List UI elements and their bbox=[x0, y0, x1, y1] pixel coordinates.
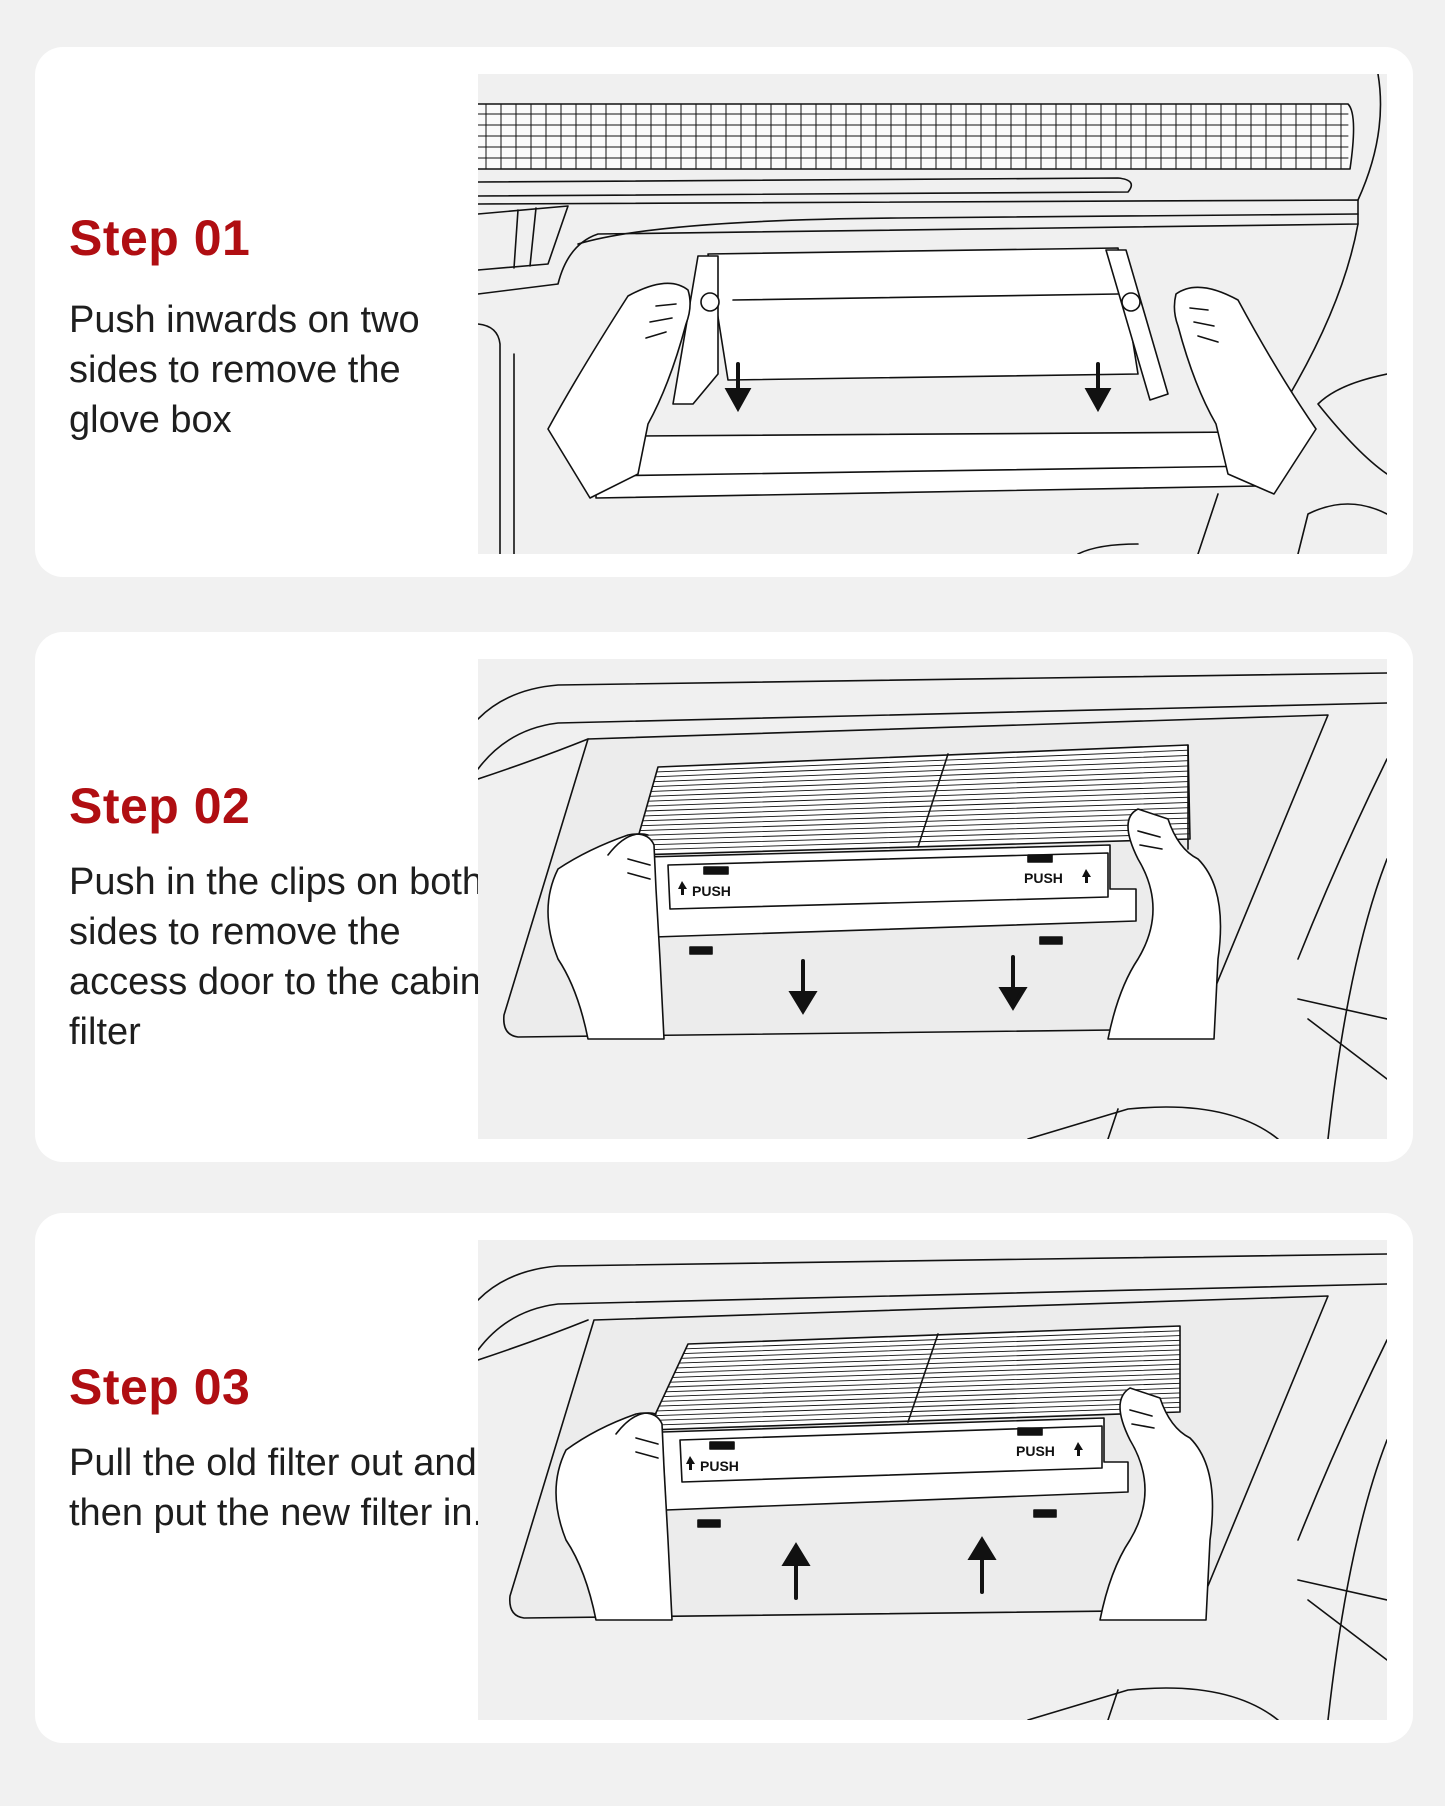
step-illustration-replace-filter: PUSH PUSH bbox=[478, 1240, 1387, 1720]
arrow-down-icon bbox=[1088, 364, 1108, 408]
push-label-right: PUSH bbox=[1024, 869, 1091, 886]
svg-text:PUSH: PUSH bbox=[692, 883, 731, 899]
push-label-left: PUSH bbox=[686, 1456, 739, 1474]
step-card-2: Step 02 Push in the clips on both sides … bbox=[35, 632, 1413, 1162]
step-card-3: Step 03 Pull the old filter out and then… bbox=[35, 1213, 1413, 1743]
arrow-down-icon bbox=[728, 364, 748, 408]
glove-box-removal-drawing bbox=[478, 74, 1387, 554]
step-illustration-glove-box bbox=[478, 74, 1387, 554]
filter-replacement-drawing: PUSH PUSH bbox=[478, 1240, 1387, 1720]
step-description: Push in the clips on both sides to remov… bbox=[69, 861, 484, 1053]
svg-text:PUSH: PUSH bbox=[1016, 1443, 1055, 1459]
svg-text:PUSH: PUSH bbox=[700, 1458, 739, 1474]
push-label-right: PUSH bbox=[1016, 1442, 1083, 1459]
step-card-1: Step 01 Push inwards on two sides to rem… bbox=[35, 47, 1413, 577]
push-label-left: PUSH bbox=[678, 881, 731, 899]
step-description: Pull the old filter out and then put the… bbox=[69, 1442, 484, 1534]
arrow-down-icon bbox=[1002, 957, 1024, 1007]
svg-text:PUSH: PUSH bbox=[1024, 870, 1063, 886]
step-title: Step 03 bbox=[69, 1359, 251, 1415]
arrow-up-icon bbox=[785, 1546, 807, 1598]
step-title: Step 01 bbox=[69, 210, 251, 266]
arrow-down-icon bbox=[792, 961, 814, 1011]
step-description: Push inwards on two sides to remove the … bbox=[69, 299, 420, 441]
step-illustration-access-door: PUSH PUSH bbox=[478, 659, 1387, 1139]
step-title: Step 02 bbox=[69, 778, 251, 834]
access-door-removal-drawing: PUSH PUSH bbox=[478, 659, 1387, 1139]
arrow-up-icon bbox=[971, 1540, 993, 1592]
